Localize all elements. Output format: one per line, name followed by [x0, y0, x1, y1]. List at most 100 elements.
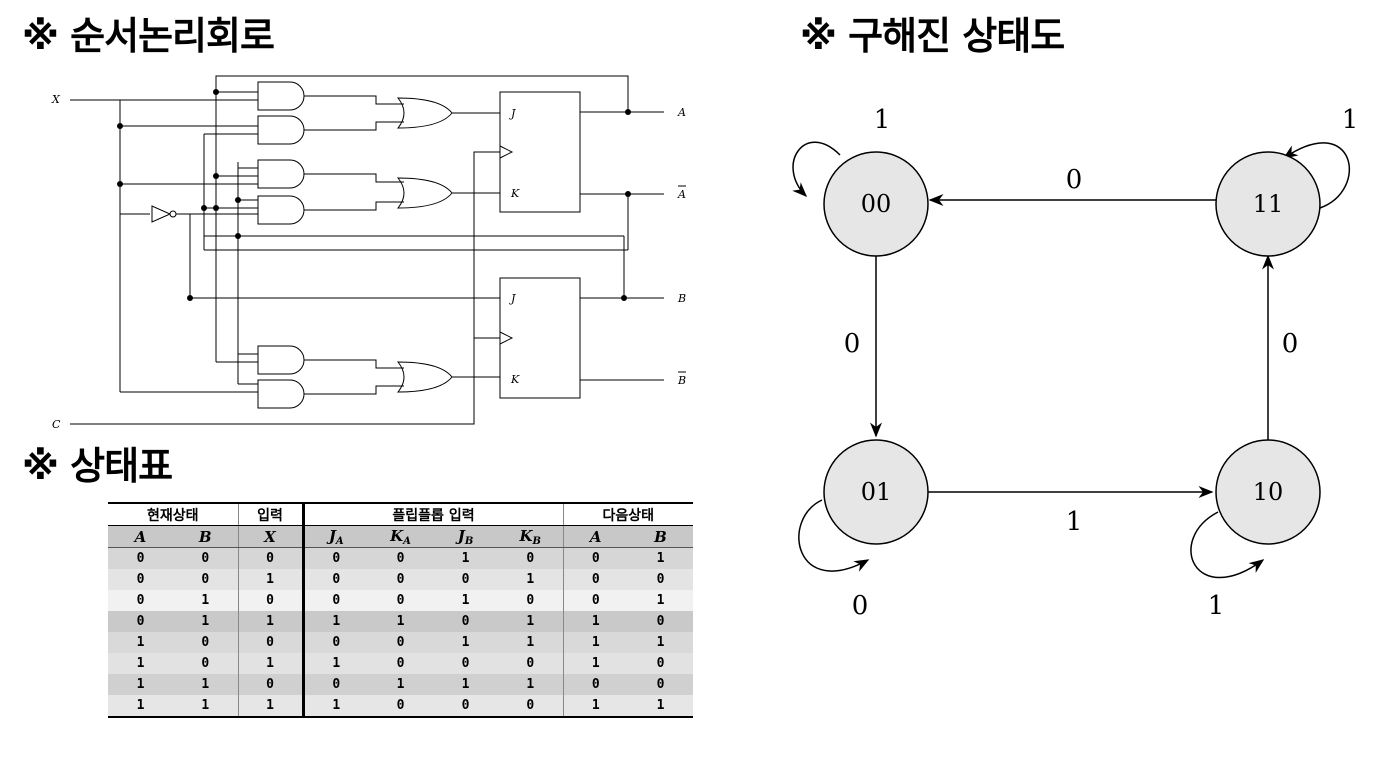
- table-cell: 0: [301, 674, 368, 695]
- table-cell: 0: [562, 674, 628, 695]
- table-cell: 1: [628, 590, 693, 611]
- junction-dot: [621, 295, 627, 301]
- table-cell: 1: [433, 674, 498, 695]
- column-header-main: B: [654, 527, 667, 546]
- and-gate: [257, 159, 305, 189]
- self-loop-00: [792, 141, 841, 198]
- table-cell: 0: [173, 547, 238, 569]
- or-gate: [396, 177, 453, 209]
- table-cell: 1: [301, 653, 368, 674]
- edge-label-self-10: 1: [1208, 591, 1225, 621]
- table-cell: 0: [301, 569, 368, 590]
- column-header-subscript: A: [335, 535, 344, 547]
- table-cell: 1: [237, 695, 303, 717]
- output-label-b-bar: B: [677, 374, 686, 387]
- edge-label-self-00: 1: [874, 105, 891, 135]
- table-cell: 0: [237, 547, 303, 569]
- state-diagram: 00 11 01 10 1 1 0 0 0 1 0 1: [792, 105, 1358, 621]
- table-cell: 0: [108, 569, 173, 590]
- table-cell: 1: [108, 674, 173, 695]
- table-cell: 0: [301, 590, 368, 611]
- table-cell: 1: [562, 695, 628, 717]
- table-cell: 1: [237, 611, 303, 632]
- input-label-x: X: [51, 93, 61, 106]
- wire: [304, 173, 404, 183]
- table-cell: 0: [108, 590, 173, 611]
- wire: [70, 151, 500, 425]
- state-diagram-heading: ※ 구해진 상태도: [800, 14, 1065, 58]
- table-cell: 1: [562, 611, 628, 632]
- junction-dot: [117, 123, 123, 129]
- junction-dot: [213, 173, 219, 179]
- output-label-b: B: [677, 292, 686, 305]
- not-gate: [151, 205, 172, 223]
- ff-pin-label: K: [510, 373, 520, 386]
- table-cell: 0: [368, 653, 433, 674]
- table-cell: 1: [108, 653, 173, 674]
- logic-circuit-diagram: X C J K J K A A B B: [51, 75, 686, 430]
- ff-pin-label: J: [509, 107, 516, 120]
- table-cell: 1: [562, 632, 628, 653]
- table-cell: 1: [368, 674, 433, 695]
- not-bubble: [169, 210, 177, 218]
- table-cell: 0: [433, 653, 498, 674]
- column-header: KA: [368, 525, 433, 548]
- and-gate: [257, 379, 305, 409]
- circuit-heading: ※ 순서논리회로: [22, 14, 275, 58]
- table-cell: 0: [628, 611, 693, 632]
- junction-dot: [235, 197, 241, 203]
- edge-label-00-01: 0: [844, 329, 861, 359]
- table-cell: 0: [108, 611, 173, 632]
- column-header: A: [108, 525, 173, 548]
- group-header-present-state: 현재상태: [108, 503, 238, 526]
- table-cell: 0: [368, 590, 433, 611]
- and-gate: [257, 115, 305, 145]
- column-header-main: B: [198, 527, 212, 546]
- column-header: A: [562, 525, 628, 548]
- table-cell: 0: [173, 653, 238, 674]
- table-cell: 0: [628, 674, 693, 695]
- ff-pin-label: K: [510, 187, 520, 200]
- wire: [304, 359, 404, 369]
- table-cell: 0: [562, 569, 628, 590]
- table-cell: 1: [368, 611, 433, 632]
- table-cell: 0: [237, 674, 303, 695]
- column-header-main: A: [134, 527, 147, 546]
- junction-dot: [235, 233, 241, 239]
- edge-label-self-01: 0: [852, 591, 869, 621]
- table-cell: 0: [498, 653, 563, 674]
- table-cell: 0: [628, 653, 693, 674]
- table-cell: 0: [368, 569, 433, 590]
- output-label-a: A: [677, 106, 686, 119]
- wire: [215, 75, 629, 112]
- or-gate: [396, 361, 453, 393]
- column-header: KB: [498, 525, 563, 548]
- state-label-11: 11: [1253, 190, 1284, 218]
- table-cell: 0: [433, 611, 498, 632]
- table-cell: 1: [562, 653, 628, 674]
- table-cell: 1: [628, 695, 693, 717]
- group-header-ff-inputs: 플립플롭 입력: [301, 503, 563, 526]
- state-node-11: [1215, 151, 1321, 257]
- column-header: B: [173, 525, 238, 548]
- state-table-heading: ※ 상태표: [22, 444, 173, 488]
- table-cell: 0: [628, 569, 693, 590]
- edge-label-10-11: 0: [1282, 329, 1299, 359]
- wire: [304, 121, 404, 131]
- table-cell: 0: [301, 547, 368, 569]
- junction-dot: [201, 205, 207, 211]
- self-loop-10: [1190, 511, 1265, 579]
- table-cell: 1: [433, 632, 498, 653]
- table-cell: 1: [173, 611, 238, 632]
- table-cell: 1: [173, 695, 238, 717]
- edge-label-11-00: 0: [1066, 165, 1083, 195]
- and-gate: [257, 195, 305, 225]
- state-label-10: 10: [1253, 478, 1284, 506]
- table-cell: 0: [498, 695, 563, 717]
- column-header-main: J: [457, 526, 465, 545]
